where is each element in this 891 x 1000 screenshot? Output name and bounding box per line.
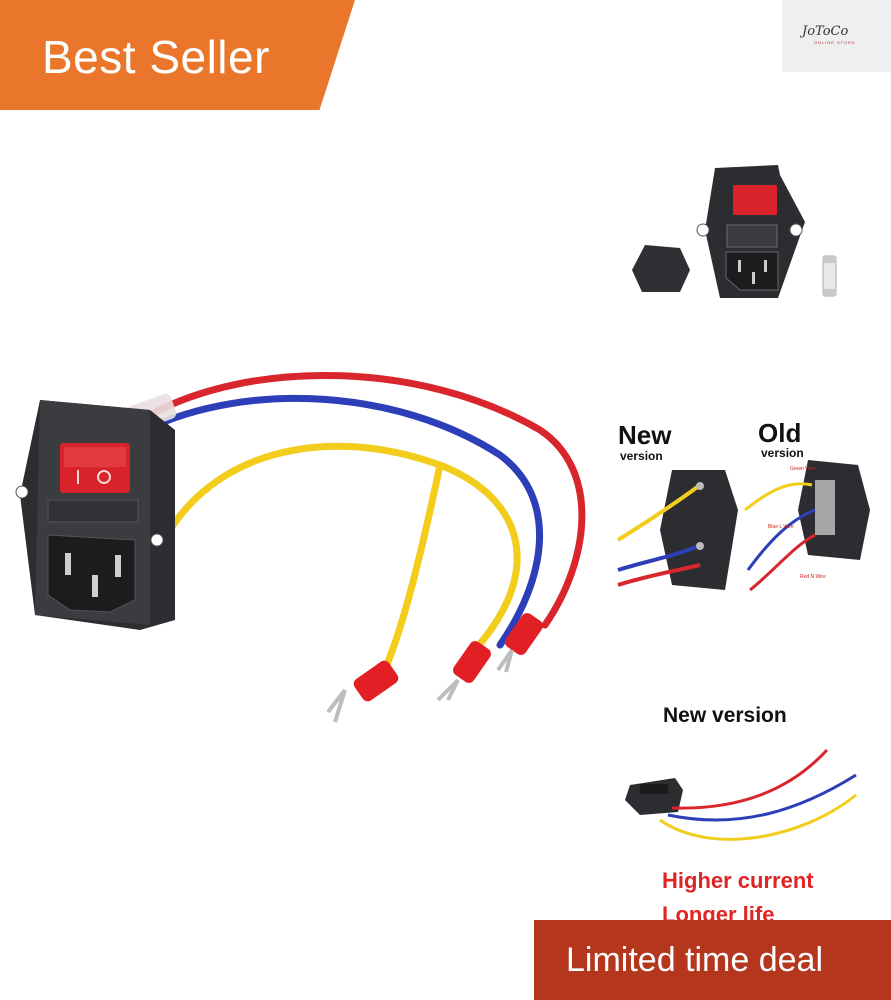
- main-product-image: [15, 371, 586, 723]
- limited-time-deal-badge: Limited time deal: [534, 920, 891, 1000]
- new-version-title: New version: [663, 704, 787, 727]
- yellow-wire-left: [376, 461, 444, 684]
- best-seller-label: Best Seller: [42, 31, 270, 83]
- best-seller-badge: Best Seller: [0, 0, 355, 110]
- mount-hole-left: [15, 485, 29, 499]
- wire-tag-green: Green Wire: [790, 466, 816, 472]
- wire-tag-red: Red N Wire: [800, 574, 826, 580]
- new-version-sub: version: [620, 449, 663, 463]
- terminal-yellow: [326, 660, 399, 723]
- blue-wire: [141, 394, 543, 649]
- thumbnail-new-version: [625, 748, 857, 841]
- higher-current-text: Higher current: [662, 868, 814, 893]
- new-label: New: [618, 420, 672, 450]
- brand-logo: JoToCo ONLINE STORE: [782, 0, 891, 72]
- yellow-wire-right: [166, 442, 521, 664]
- thumbnail-comparison: [616, 460, 870, 592]
- red-wire: [146, 371, 586, 629]
- thumbnail-socket-parts: [632, 165, 837, 298]
- mount-hole-right: [150, 533, 164, 547]
- terminal-blue: [436, 641, 491, 702]
- iec-inlet: [47, 534, 136, 613]
- terminal-red: [496, 613, 543, 673]
- old-label: Old: [758, 418, 802, 448]
- fuse-drawer: [47, 499, 139, 523]
- limited-time-deal-label: Limited time deal: [566, 941, 824, 979]
- brand-logo-subtext: ONLINE STORE: [814, 40, 856, 45]
- old-version-sub: version: [761, 446, 804, 460]
- wire-tag-blue: Blue L Wire: [768, 524, 794, 530]
- brand-logo-text: JoToCo: [802, 24, 849, 39]
